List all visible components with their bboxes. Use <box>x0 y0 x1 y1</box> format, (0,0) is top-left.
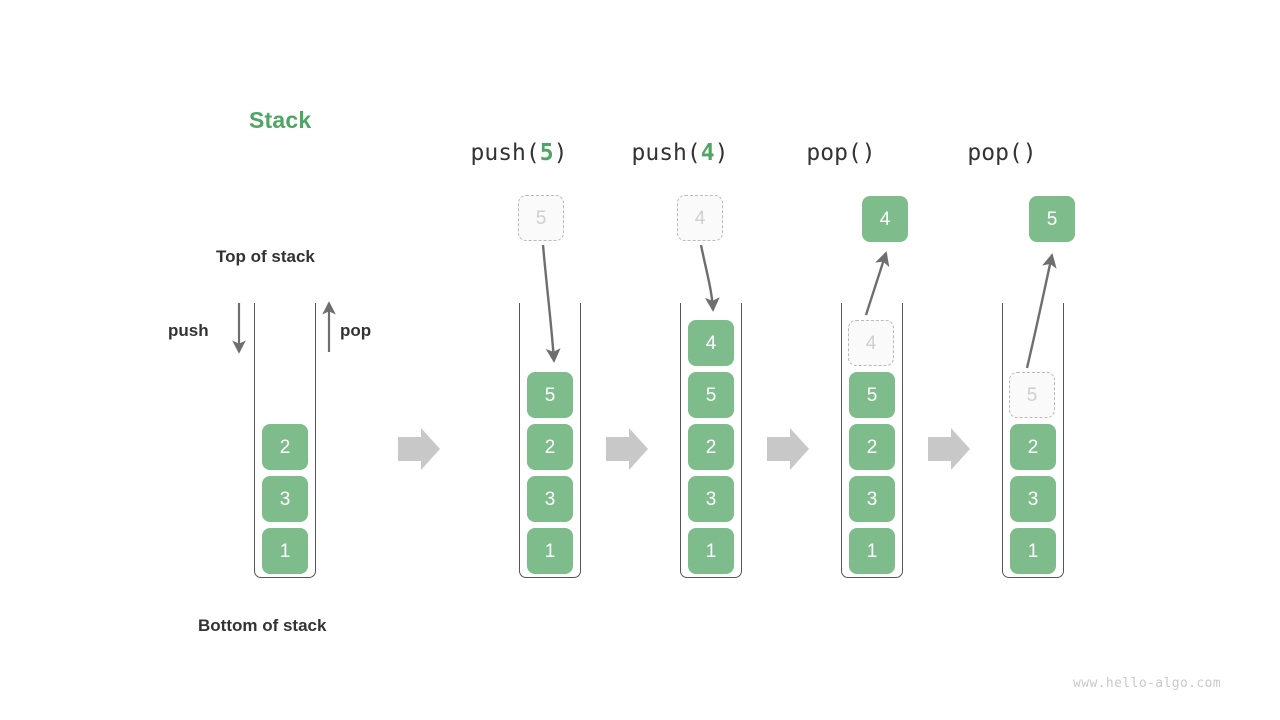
label-top-of-stack: Top of stack <box>216 247 315 266</box>
stack-container-push-4 <box>680 303 742 578</box>
stack-cell: 4 <box>688 320 734 366</box>
header-arg: 5 <box>539 140 554 166</box>
stack-cell: 5 <box>527 372 573 418</box>
stack-cell: 3 <box>849 476 895 522</box>
stack-container-initial <box>254 303 316 578</box>
column-header-pop-2: pop() <box>902 140 1102 166</box>
stack-cell: 2 <box>527 424 573 470</box>
popped-value-box: 4 <box>862 196 908 242</box>
popped-value-box: 5 <box>1029 196 1075 242</box>
incoming-value-box: 4 <box>677 195 723 241</box>
transition-arrow-1 <box>398 428 440 470</box>
stack-cell: 2 <box>262 424 308 470</box>
stack-cell: 5 <box>688 372 734 418</box>
incoming-value-box: 5 <box>518 195 564 241</box>
transition-arrow-3 <box>767 428 809 470</box>
stack-cell: 3 <box>527 476 573 522</box>
stack-container-pop-1 <box>841 303 903 578</box>
header-prefix: push( <box>631 140 701 166</box>
watermark: www.hello-algo.com <box>1073 676 1222 691</box>
label-bottom-of-stack: Bottom of stack <box>198 616 327 635</box>
stack-cell: 2 <box>849 424 895 470</box>
stack-cell: 1 <box>262 528 308 574</box>
stack-cell-removed: 4 <box>848 320 894 366</box>
header-suffix: ) <box>1022 140 1037 166</box>
stack-cell: 1 <box>1010 528 1056 574</box>
header-arg: 4 <box>700 140 715 166</box>
stack-container-push-5 <box>519 303 581 578</box>
column-header-push-5: push(5) <box>419 140 619 166</box>
header-prefix: push( <box>470 140 540 166</box>
header-prefix: pop( <box>967 140 1023 166</box>
header-prefix: pop( <box>806 140 862 166</box>
stack-cell: 1 <box>849 528 895 574</box>
page-title: Stack <box>249 107 312 133</box>
stack-cell: 1 <box>688 528 734 574</box>
stack-cell: 2 <box>688 424 734 470</box>
stack-cell: 3 <box>688 476 734 522</box>
label-pop: pop <box>340 321 372 340</box>
stack-cell: 1 <box>527 528 573 574</box>
stack-container-pop-2 <box>1002 303 1064 578</box>
stack-cell-removed: 5 <box>1009 372 1055 418</box>
header-suffix: ) <box>553 140 568 166</box>
transition-arrow-2 <box>606 428 648 470</box>
stack-cell: 3 <box>1010 476 1056 522</box>
column-header-push-4: push(4) <box>580 140 780 166</box>
label-push: push <box>168 321 209 340</box>
stack-cell: 5 <box>849 372 895 418</box>
stack-cell: 3 <box>262 476 308 522</box>
transition-arrow-4 <box>928 428 970 470</box>
stack-cell: 2 <box>1010 424 1056 470</box>
header-suffix: ) <box>714 140 729 166</box>
header-suffix: ) <box>861 140 876 166</box>
push-4-motion-arrow <box>699 244 720 312</box>
column-header-pop-1: pop() <box>741 140 941 166</box>
